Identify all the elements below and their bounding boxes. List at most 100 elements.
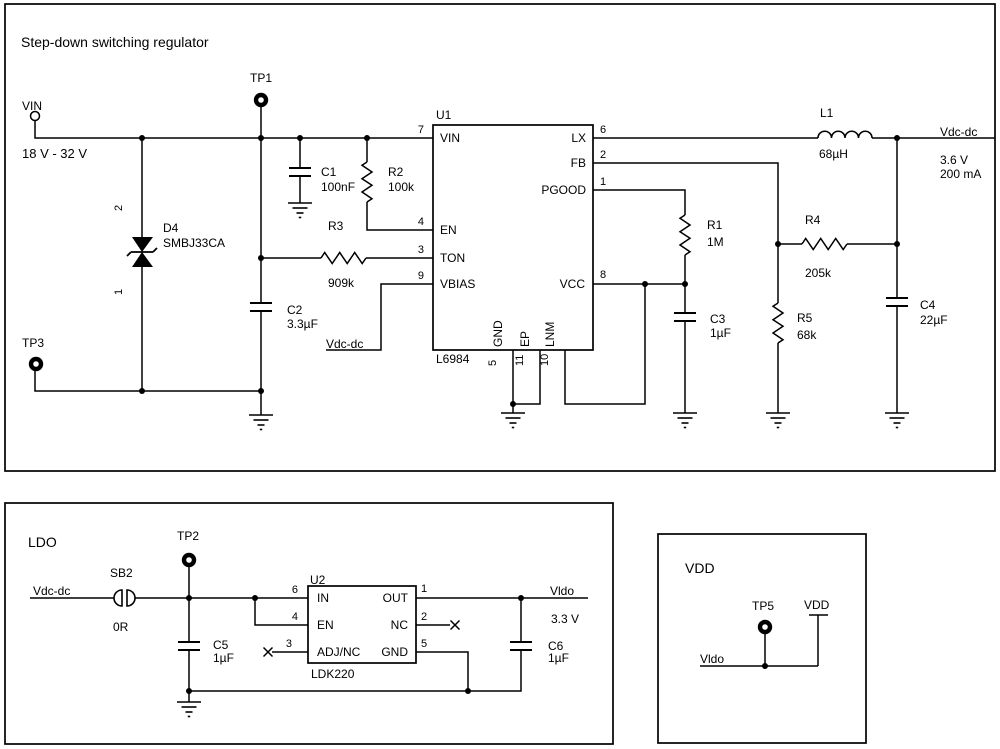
output-net-label: Vdc-dc — [940, 125, 978, 139]
u2-pin-name-in: IN — [317, 591, 329, 605]
u2-pin-number-2: 2 — [421, 611, 428, 623]
u2-part-number: LDK220 — [311, 667, 355, 681]
ldo-section-border — [4, 502, 614, 745]
ground-u1 — [500, 412, 526, 429]
l1-ref: L1 — [820, 106, 834, 120]
u2-pin-name-out: OUT — [382, 591, 408, 605]
u1-pin-number-5: 5 — [487, 359, 499, 366]
tp2-testpoint — [184, 555, 194, 565]
l1-value: 68µH — [819, 147, 848, 161]
c4-capacitor — [885, 297, 909, 307]
r4-ref: R4 — [805, 213, 821, 227]
vdd-section-border — [657, 533, 867, 744]
c3-capacitor — [673, 312, 697, 322]
ground-r5 — [765, 412, 791, 429]
u2-pin-name-nc: NC — [390, 618, 408, 632]
c2-capacitor — [249, 302, 273, 312]
output-current-label: 200 mA — [940, 167, 982, 181]
u2-pin-name-gnd: GND — [381, 645, 408, 659]
u1-pin-number-8: 8 — [600, 269, 607, 281]
c6-capacitor — [509, 641, 533, 651]
c6-value: 1µF — [548, 651, 569, 665]
u1-pin-name-fb: FB — [570, 156, 586, 170]
r1-resistor — [679, 214, 691, 256]
ldo-output-net-label: Vldo — [550, 584, 575, 598]
u1-pin-name-lx: LX — [571, 131, 586, 145]
vin-range-label: 18 V - 32 V — [22, 146, 88, 161]
d4-pin2-number: 2 — [113, 204, 125, 211]
u2-pin-name-en: EN — [317, 618, 334, 632]
d4-pin1-number: 1 — [113, 288, 125, 295]
wire-fb — [593, 162, 779, 244]
u1-pin-name-vbias: VBIAS — [440, 277, 476, 291]
u1-pin-number-1: 1 — [600, 176, 607, 188]
buck-section-border — [4, 3, 996, 472]
u1-pin-name-en: EN — [440, 223, 457, 237]
r5-resistor — [772, 302, 784, 344]
ldo-input-net-label: Vdc-dc — [33, 584, 71, 598]
ldo-wires — [30, 566, 588, 702]
u1-pin-name-lnm: LNM — [543, 321, 557, 347]
sb2-ref: SB2 — [110, 566, 133, 580]
c6-ref: C6 — [548, 639, 564, 653]
tp1-testpoint — [256, 95, 266, 105]
sb2-solder-bridge — [113, 589, 136, 607]
c3-ref: C3 — [710, 312, 726, 326]
c5-ref: C5 — [213, 638, 229, 652]
wire-vdd-rail — [700, 614, 828, 667]
tp1-label: TP1 — [250, 71, 273, 85]
c4-ref: C4 — [920, 298, 936, 312]
u1-pin-name-ep: EP — [518, 330, 532, 347]
u1-pin-number-11: 11 — [514, 354, 526, 366]
vdd-wires — [700, 614, 828, 667]
u1-pin-number-4: 4 — [417, 216, 424, 228]
r5-value: 68k — [797, 328, 817, 342]
u2-pin-number-4: 4 — [291, 611, 298, 623]
c4-value: 22µF — [920, 313, 948, 327]
c5-capacitor — [177, 641, 201, 651]
ground-c3 — [672, 412, 698, 429]
u2-pin-name-adj: ADJ/NC — [317, 645, 361, 659]
u1-pin-number-2: 2 — [600, 149, 607, 161]
d4-ref: D4 — [163, 221, 179, 235]
output-voltage-label: 3.6 V — [940, 153, 969, 167]
c3-value: 1µF — [710, 326, 731, 340]
u1-pin-number-6: 6 — [600, 124, 607, 136]
r4-resistor — [801, 237, 848, 251]
u1-pin-number-9: 9 — [417, 270, 424, 282]
wire-lnm-loop — [564, 284, 646, 405]
r1-ref: R1 — [707, 218, 723, 232]
u1-pin-name-gnd: GND — [491, 320, 505, 347]
r5-ref: R5 — [797, 311, 813, 325]
r2-ref: R2 — [388, 165, 404, 179]
r4-value: 205k — [805, 266, 832, 280]
ldo-output-voltage-label: 3.3 V — [551, 612, 580, 626]
ldo-title: LDO — [28, 534, 57, 550]
vdd-rail-label: VDD — [804, 598, 830, 612]
vbias-net-label: Vdc-dc — [326, 337, 364, 351]
wire-r2-en — [366, 138, 433, 231]
c5-value: 1µF — [213, 651, 234, 665]
c1-capacitor — [288, 167, 312, 177]
u1-part-number: L6984 — [436, 352, 470, 366]
c2-value: 3.3µF — [287, 317, 318, 331]
u2-pin-number-1: 1 — [421, 583, 428, 595]
u1-pin-name-pgood: PGOOD — [541, 183, 586, 197]
ground-c2 — [248, 414, 274, 431]
ground-c1 — [287, 202, 313, 219]
d4-value: SMBJ33CA — [163, 236, 226, 250]
u1-pin-number-10: 10 — [539, 353, 551, 366]
vdd-input-net-label: Vldo — [700, 652, 725, 666]
tp3-testpoint — [31, 359, 41, 369]
nc-noconnect-icon — [449, 619, 461, 631]
tp5-testpoint — [760, 622, 770, 632]
u1-pin-name-vin: VIN — [440, 131, 461, 145]
u2-ref: U2 — [310, 573, 326, 587]
u1-ic-body — [432, 124, 594, 351]
u2-pin-number-5: 5 — [421, 638, 428, 650]
sb2-value: 0R — [113, 620, 129, 634]
wire-pgood-r1 — [593, 189, 686, 284]
c1-ref: C1 — [321, 165, 337, 179]
